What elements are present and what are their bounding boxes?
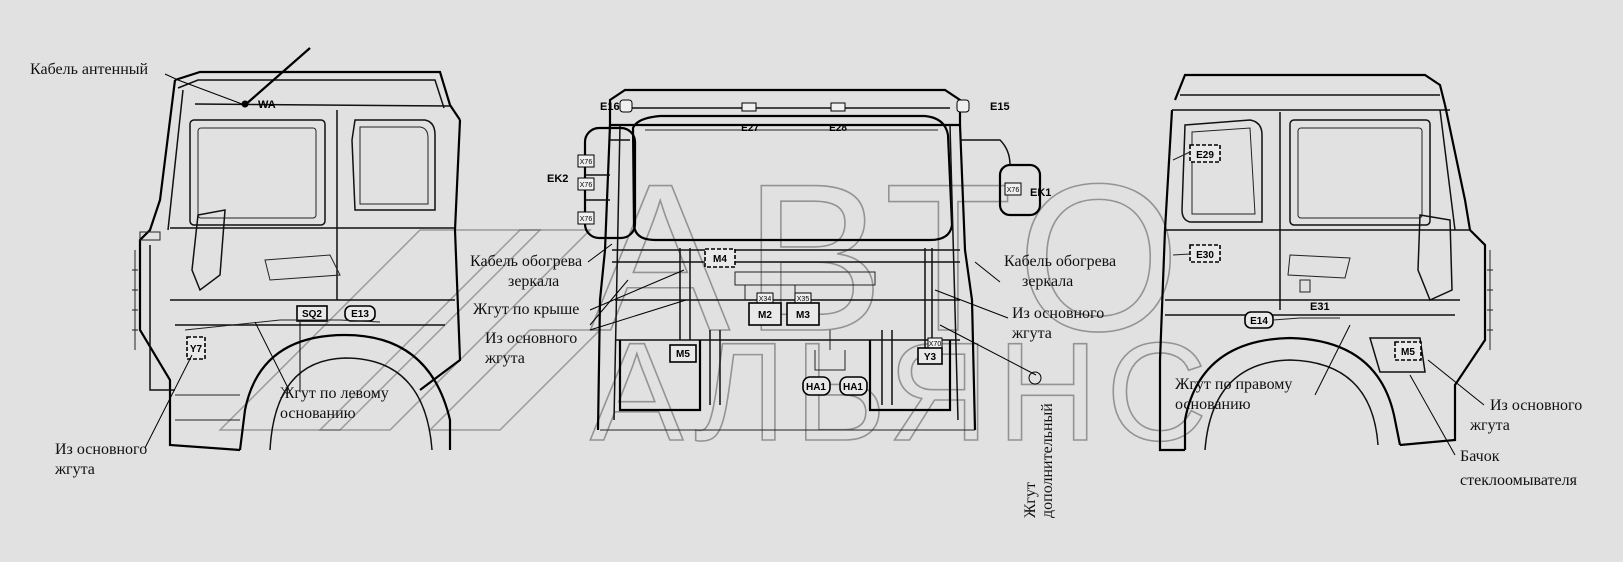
x70-label: X70: [929, 341, 942, 348]
watermark-line-1: АВТО: [590, 140, 1194, 375]
sq2-box: [296, 305, 328, 322]
x34-label: X34: [759, 296, 772, 303]
left-base-harness-label-2: основанию: [280, 405, 356, 422]
e27-label: E27: [741, 123, 759, 134]
mirror-heat-left-label-2: зеркала: [508, 273, 559, 290]
left-base-harness-label-1: Жгут по левому: [280, 385, 389, 402]
ha1-right-box: [839, 376, 868, 396]
from-main-right-label-2: жгута: [1011, 325, 1052, 342]
from-main-far-right-label-2: жгута: [1469, 417, 1510, 434]
e14-label: E14: [1250, 316, 1268, 327]
y3-label: Y3: [924, 352, 937, 363]
e15-label: E15: [990, 101, 1010, 113]
left-cab-labels: Кабель антенный Жгут по левому основанию…: [30, 61, 389, 478]
sq2-label: SQ2: [302, 309, 322, 320]
x76-b-label: X76: [580, 182, 593, 189]
x76-c-label: X76: [580, 216, 593, 223]
ha1-right-label: HA1: [843, 382, 863, 393]
from-main-left-label-1: Из основного: [55, 441, 147, 458]
from-main-right-label-1: Из основного: [1012, 305, 1104, 322]
e29-box: [1189, 144, 1221, 163]
from-main-far-right-label-1: Из основного: [1490, 397, 1582, 414]
right-base-harness-label-2: основанию: [1175, 396, 1251, 413]
m5-right-box: [1394, 341, 1422, 361]
right-cab-labels: Жгут по правому основанию Из основного ж…: [1175, 324, 1582, 489]
e28-label: E28: [829, 123, 847, 134]
ha1-left-box: [802, 376, 831, 396]
right-cab-side-view: E29 E30 E31 E14 M5: [1158, 73, 1493, 452]
e31-label: E31: [1310, 301, 1330, 313]
e30-box: [1189, 244, 1221, 263]
m5-center-box: [669, 344, 697, 363]
m3-box: [786, 302, 820, 326]
antenna-cable-label: Кабель антенный: [30, 61, 149, 78]
x76-a-label: X76: [580, 159, 593, 166]
wa-label: WA: [258, 99, 276, 111]
extra-harness-label-1: Жгут: [1022, 482, 1039, 518]
extra-harness-label-2: дополнительный: [1039, 403, 1056, 518]
e29-label: E29: [1196, 150, 1214, 161]
washer-tank-label-2: стеклоомывателя: [1460, 472, 1578, 489]
x76-d-label: X76: [1007, 187, 1020, 194]
mirror-heat-left-label-1: Кабель обогрева: [470, 253, 582, 270]
m2-box: [748, 302, 782, 326]
m3-label: M3: [796, 310, 810, 321]
from-main-center-label-1: Из основного: [485, 330, 577, 347]
watermark: АВТО АЛЬЯНС: [218, 139, 1215, 471]
y3-box: [917, 347, 943, 365]
m4-box: [704, 248, 736, 268]
ek2-label: EK2: [547, 173, 568, 185]
center-cab-labels: Кабель обогрева зеркала Жгут по крыше Из…: [470, 243, 1116, 518]
m5-right-label: M5: [1401, 347, 1415, 358]
washer-tank-label-1: Бачок: [1460, 448, 1500, 465]
m5-center-label: M5: [676, 349, 690, 360]
ha1-left-label: HA1: [806, 382, 826, 393]
e30-label: E30: [1196, 250, 1214, 261]
from-main-left-label-2: жгута: [54, 461, 95, 478]
ek1-label: EK1: [1030, 187, 1051, 199]
left-cab-side-view: WA SQ2 E13 Y7: [132, 47, 462, 452]
roof-harness-label: Жгут по крыше: [473, 301, 579, 318]
e13-label: E13: [351, 309, 369, 320]
y7-box: [186, 336, 206, 360]
center-cab-rear-view: E16 E15 E27 E28 X76 X76 X76 EK2 X76 EK1 …: [547, 88, 1051, 431]
mirror-heat-right-label-2: зеркала: [1022, 273, 1073, 290]
x35-label: X35: [797, 296, 810, 303]
y7-label: Y7: [190, 344, 203, 355]
e16-label: E16: [600, 101, 620, 113]
right-base-harness-label-1: Жгут по правому: [1175, 376, 1292, 393]
mirror-heat-right-label-1: Кабель обогрева: [1004, 253, 1116, 270]
watermark-line-2: АЛЬЯНС: [590, 313, 1215, 470]
m4-label: M4: [713, 254, 727, 265]
m2-label: M2: [758, 310, 772, 321]
from-main-center-label-2: жгута: [484, 350, 525, 367]
